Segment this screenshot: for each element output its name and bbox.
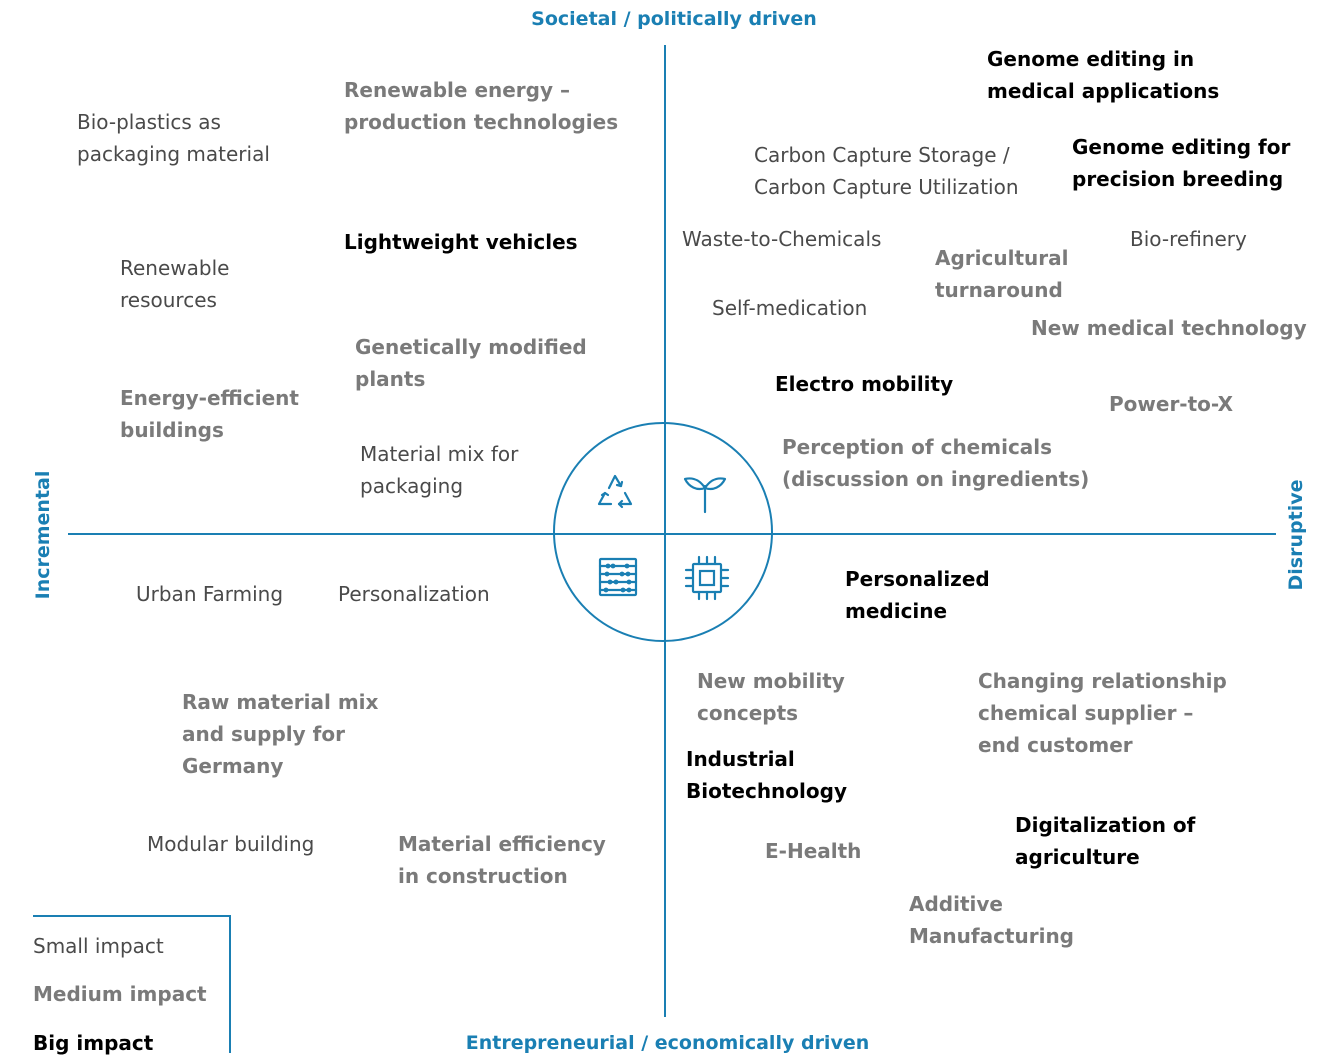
topic-personalization: Personalization bbox=[338, 582, 490, 606]
axis-label-top: Societal / politically driven bbox=[531, 8, 817, 30]
legend-big-impact: Big impact bbox=[33, 1031, 154, 1055]
recycle-icon bbox=[597, 474, 633, 509]
topic-self-medication: Self-medication bbox=[712, 296, 868, 320]
topic-industrial-biotechnology: Industrial Biotechnology bbox=[686, 747, 847, 803]
axis-label-left: Incremental bbox=[32, 470, 54, 600]
topic-renewable-resources: Renewable resources bbox=[120, 256, 230, 312]
chip-icon bbox=[684, 555, 730, 601]
topic-urban-farming: Urban Farming bbox=[136, 582, 284, 606]
topic-changing-relationship: Changing relationship chemical supplier … bbox=[978, 669, 1227, 757]
legend-border-right bbox=[229, 915, 231, 1053]
topic-raw-material-mix: Raw material mix and supply for Germany bbox=[182, 690, 379, 778]
legend-small-impact: Small impact bbox=[33, 934, 164, 958]
topic-genetically-modified-plants: Genetically modified plants bbox=[355, 335, 587, 391]
topic-energy-efficient-buildings: Energy-efficient buildings bbox=[120, 386, 299, 442]
topic-modular-building: Modular building bbox=[147, 832, 315, 856]
topic-e-health: E-Health bbox=[765, 839, 862, 863]
topic-additive-manufacturing: Additive Manufacturing bbox=[909, 892, 1074, 948]
topic-renewable-energy: Renewable energy – production technologi… bbox=[344, 78, 619, 134]
topic-agricultural-turnaround: Agricultural turnaround bbox=[935, 246, 1069, 302]
topic-personalized-medicine: Personalized medicine bbox=[845, 567, 990, 623]
topic-new-mobility-concepts: New mobility concepts bbox=[697, 669, 845, 725]
topic-material-efficiency-construction: Material efficiency in construction bbox=[398, 832, 606, 888]
topic-material-mix-packaging: Material mix for packaging bbox=[360, 442, 519, 498]
topic-lightweight-vehicles: Lightweight vehicles bbox=[344, 230, 578, 254]
legend-medium-impact: Medium impact bbox=[33, 982, 207, 1006]
topic-genome-editing-medical: Genome editing in medical applications bbox=[987, 47, 1220, 103]
axis-label-bottom: Entrepreneurial / economically driven bbox=[465, 1032, 870, 1054]
center-circle bbox=[553, 422, 773, 642]
sprout-icon bbox=[683, 477, 727, 514]
topic-waste-to-chemicals: Waste-to-Chemicals bbox=[682, 227, 882, 251]
topic-electro-mobility: Electro mobility bbox=[775, 372, 954, 396]
abacus-icon bbox=[598, 557, 638, 597]
topic-perception-of-chemicals: Perception of chemicals (discussion on i… bbox=[782, 435, 1090, 491]
topic-power-to-x: Power-to-X bbox=[1109, 392, 1233, 416]
legend-border-top bbox=[33, 915, 231, 917]
topic-genome-editing-breeding: Genome editing for precision breeding bbox=[1072, 135, 1291, 191]
topic-bio-plastics: Bio-plastics as packaging material bbox=[77, 110, 270, 166]
topic-digitalization-agriculture: Digitalization of agriculture bbox=[1015, 813, 1196, 869]
topic-new-medical-technology: New medical technology bbox=[1031, 316, 1307, 340]
axis-label-right: Disruptive bbox=[1285, 479, 1307, 591]
topic-bio-refinery: Bio-refinery bbox=[1130, 227, 1247, 251]
topic-carbon-capture: Carbon Capture Storage / Carbon Capture … bbox=[754, 143, 1019, 199]
